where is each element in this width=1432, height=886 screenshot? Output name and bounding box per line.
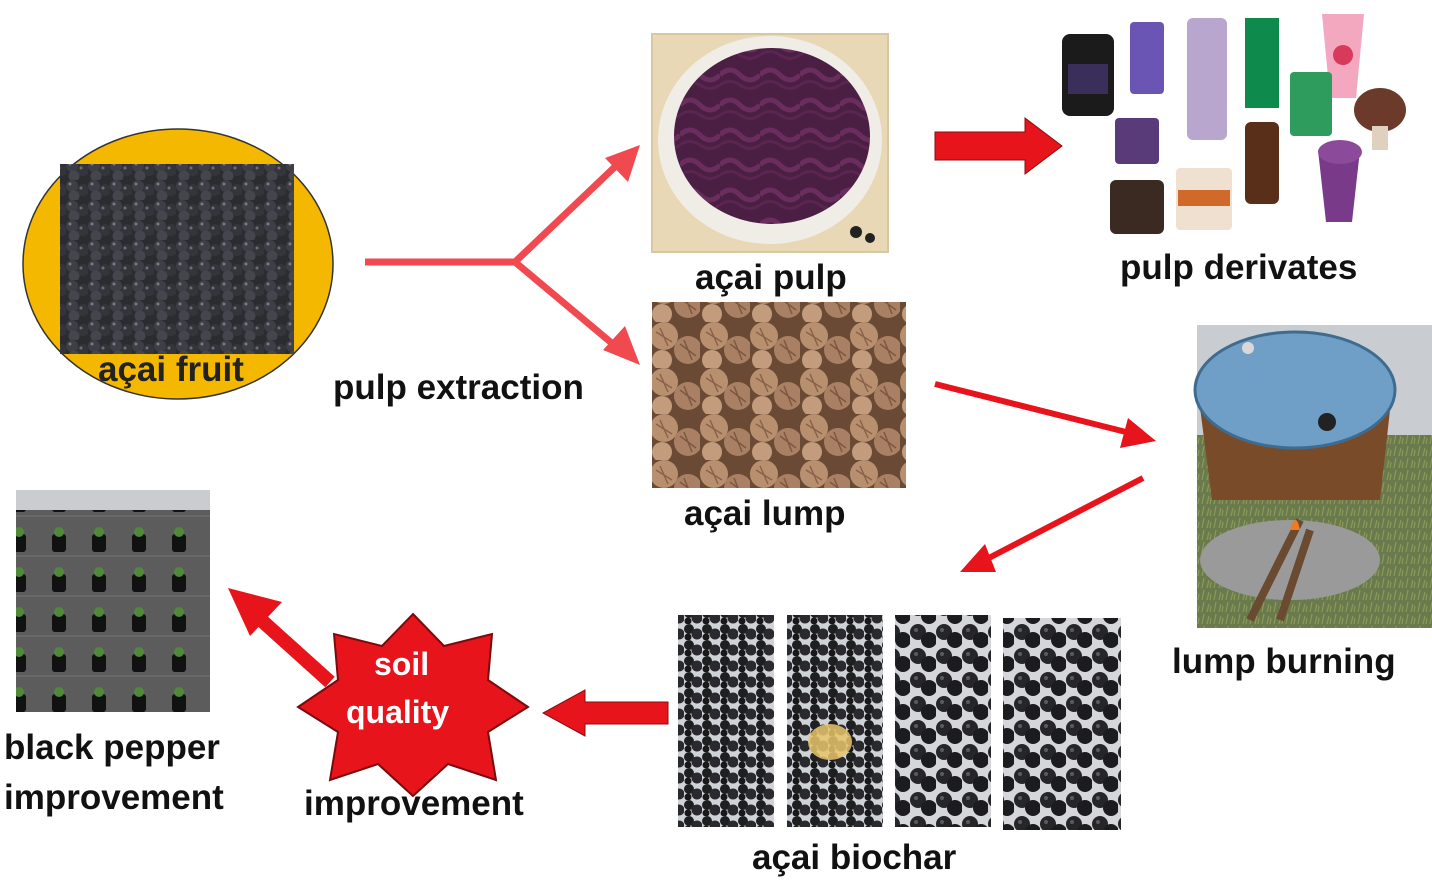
acai-fruit-label: açai fruit <box>98 350 244 389</box>
soil-quality-star <box>296 612 530 798</box>
improvement-label: improvement <box>304 784 524 823</box>
pulp-derivates-label: pulp derivates <box>1120 248 1358 287</box>
pulp-derivates-products <box>1062 14 1406 234</box>
lump-burning-label: lump burning <box>1172 642 1396 681</box>
soil-quality-line1: soil <box>374 646 430 682</box>
acai-pulp-label: açai pulp <box>695 258 847 297</box>
black-pepper-line2: improvement <box>4 778 224 817</box>
soil-quality-line2: quality <box>346 694 450 730</box>
pulp-extraction-label: pulp extraction <box>333 368 584 407</box>
black-pepper-line1: black pepper <box>4 728 220 767</box>
acai-biochar-label: açai biochar <box>752 838 957 877</box>
acai-lump-label: açai lump <box>684 494 846 533</box>
